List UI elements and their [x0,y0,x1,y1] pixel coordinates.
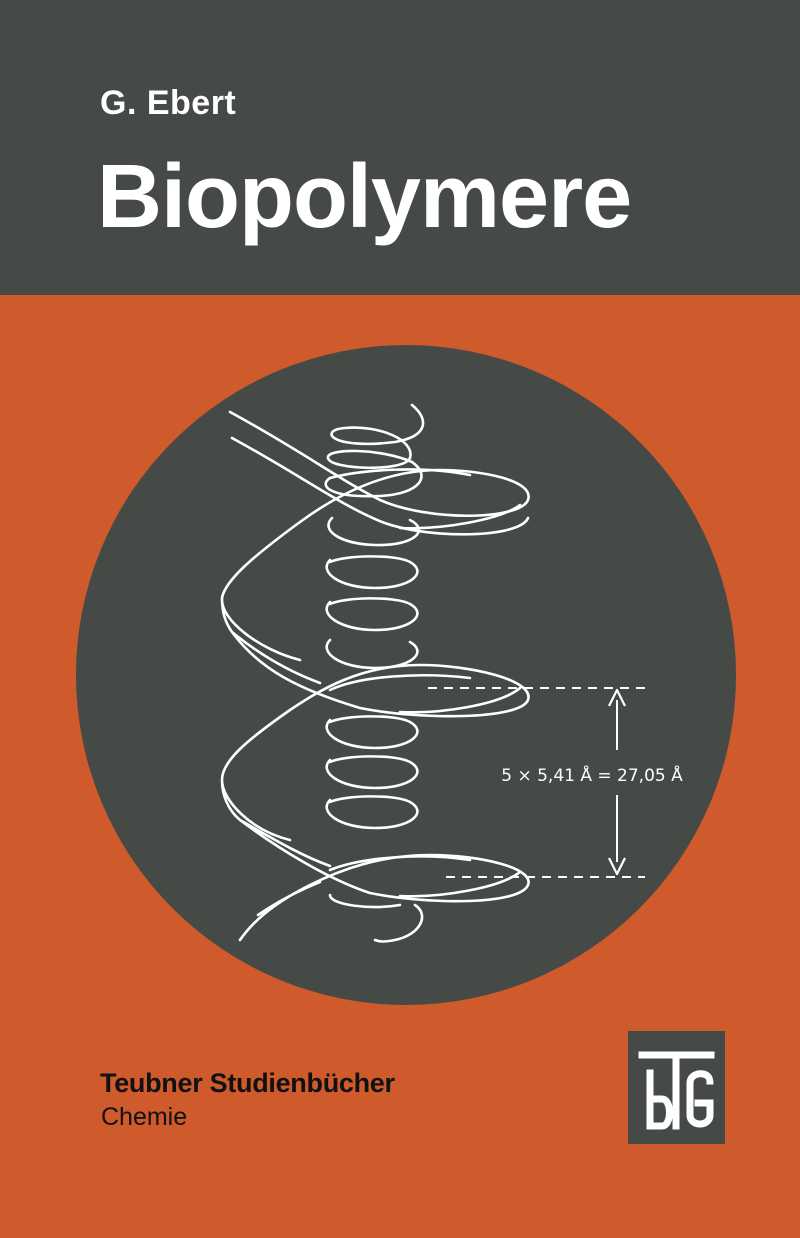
inner-coil [324,403,425,943]
teubner-tg-logo-icon [628,1031,725,1144]
arrow-up-icon [608,688,626,707]
book-title: Biopolymere [97,147,632,247]
subject-name: Chemie [101,1103,188,1131]
author-name: G. Ebert [100,84,237,122]
arrow-down-icon [608,857,626,876]
ribbon-strand-2 [328,468,522,898]
title-band: G. Ebert Biopolymere [0,0,800,295]
helix-illustration-icon: 5 × 5,41 Å = 27,05 Å [76,345,736,1005]
measurement-label: 5 × 5,41 Å = 27,05 Å [501,764,683,786]
series-name: Teubner Studienbücher [100,1068,395,1098]
